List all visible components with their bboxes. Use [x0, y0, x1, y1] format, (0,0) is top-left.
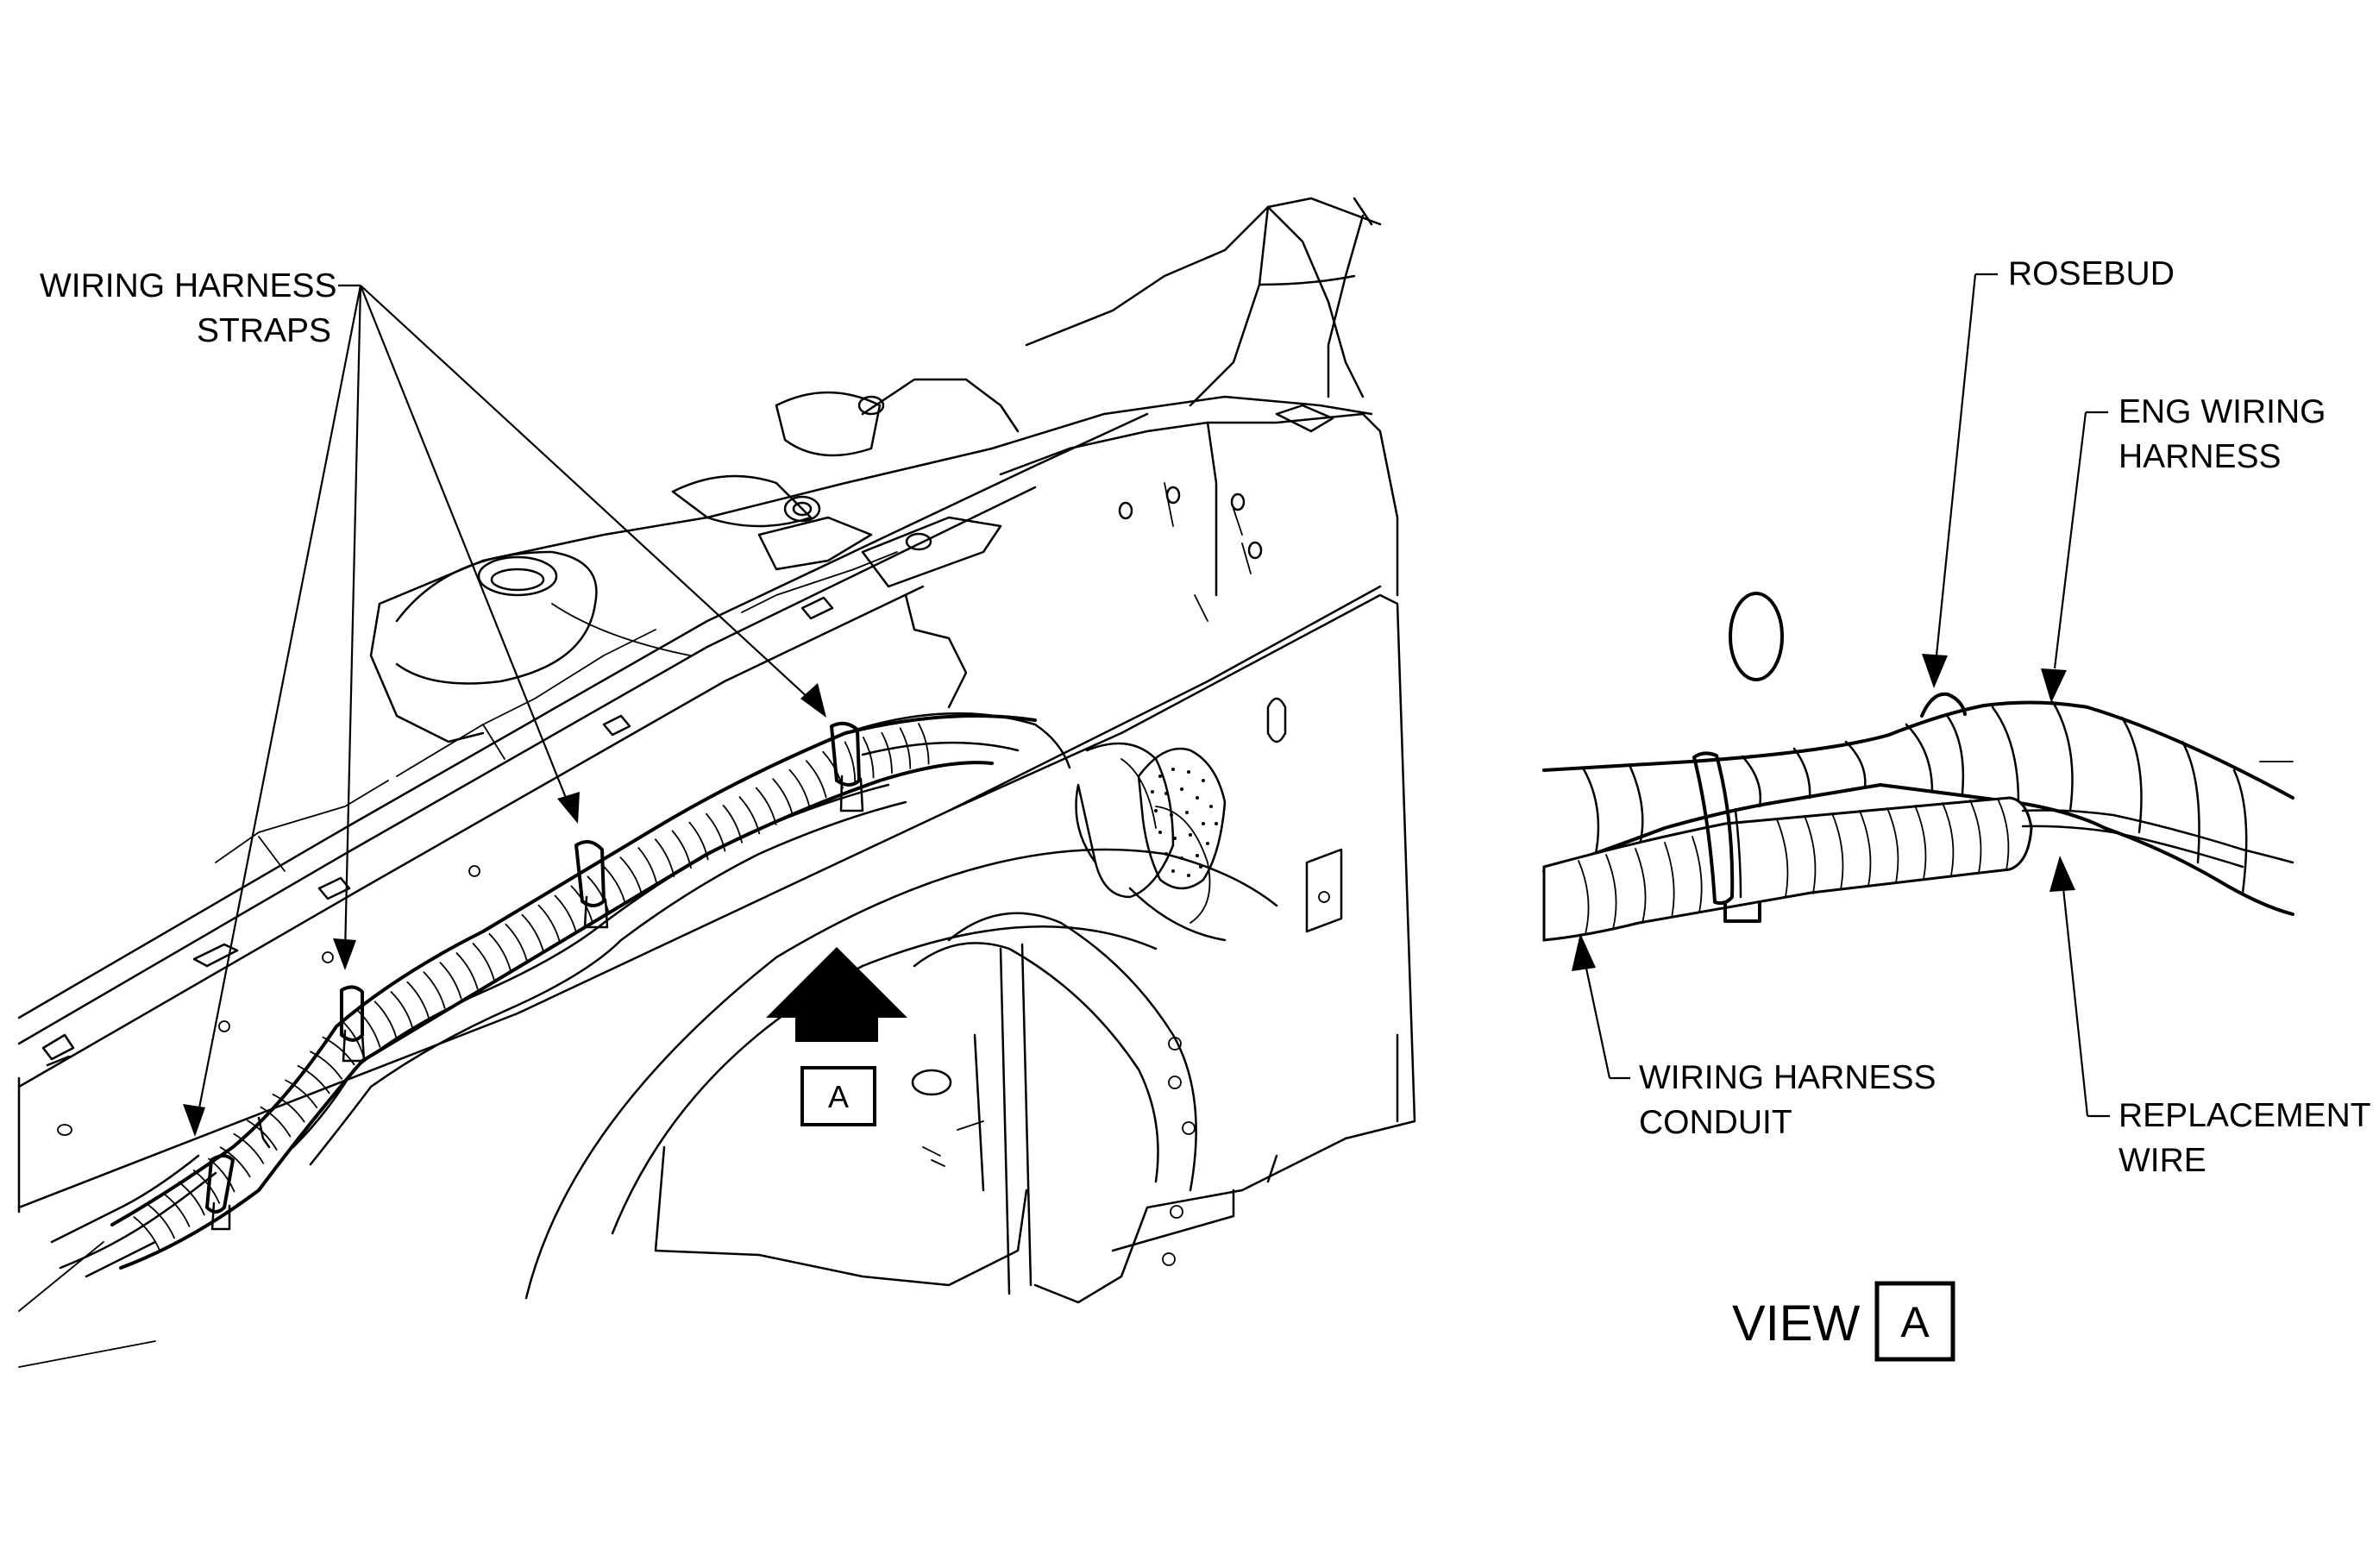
- conduit-rib: [488, 932, 512, 971]
- conduit-rib: [688, 821, 709, 861]
- view-a-direction-arrow: [766, 947, 907, 1042]
- callout-conduit-line1: WIRING HARNESS: [1639, 1059, 1936, 1096]
- wiring-harness-strap-1: [205, 1154, 235, 1231]
- conduit-rib: [738, 796, 761, 835]
- conduit-rib: [755, 787, 777, 825]
- conduit-rib: [637, 847, 658, 886]
- callout-straps-line2: STRAPS: [197, 312, 331, 349]
- conduit-rib: [671, 830, 692, 869]
- foam-speckle-pattern: [1151, 768, 1218, 877]
- conduit-rib: [521, 913, 544, 952]
- view-a-marker-box: A: [800, 1066, 876, 1126]
- detail-harness-strap: [1692, 751, 1761, 923]
- oval-access-hole: [1729, 592, 1784, 681]
- eng-wiring-harness-tube: [1542, 700, 2294, 800]
- view-caption-letter: A: [1900, 1298, 1930, 1346]
- conduit-rib: [390, 991, 414, 1029]
- strap-arrow-4: [800, 683, 826, 718]
- conduit-rib: [219, 1146, 251, 1178]
- conduit-rib: [178, 1181, 205, 1216]
- conduit-rib: [654, 838, 675, 878]
- conduit-rib: [706, 812, 726, 852]
- callout-eng-line2: HARNESS: [2119, 438, 2282, 475]
- conduit-rib: [844, 741, 857, 783]
- conduit-rib: [439, 962, 462, 1000]
- conduit-rib: [133, 1216, 160, 1251]
- conduit-rib: [863, 737, 875, 779]
- engine-harness-illustration: [50, 712, 1227, 1278]
- conduit-rib: [423, 971, 446, 1009]
- conduit-rib: [537, 904, 561, 942]
- wiring-harness-strap-3: [574, 840, 609, 929]
- conduit-rib: [272, 1094, 305, 1123]
- conduit-rib: [310, 1051, 343, 1080]
- conduit-rib: [619, 856, 643, 894]
- callout-rosebud: ROSEBUD: [1922, 255, 2175, 688]
- callout-wiring-harness-conduit: WIRING HARNESS CONDUIT: [1572, 933, 1936, 1141]
- callout-wiring-harness-straps: WIRING HARNESS STRAPS: [40, 267, 826, 1137]
- strap-arrow-2: [333, 938, 356, 970]
- view-a-caption: VIEW A: [1732, 1281, 1955, 1362]
- conduit-rib: [788, 768, 811, 807]
- conduit-corrugation-detail: [1578, 798, 2010, 935]
- callout-straps-line1: WIRING HARNESS: [40, 267, 337, 304]
- conduit-rib: [899, 727, 912, 769]
- conduit-rib: [297, 1064, 330, 1094]
- conduit-rib: [505, 923, 528, 962]
- wiring-harness-strap-2: [340, 985, 366, 1063]
- conduit-rib: [455, 952, 479, 990]
- callout-conduit-line2: CONDUIT: [1639, 1104, 1792, 1141]
- conduit-rib: [246, 1120, 278, 1151]
- wiring-harness-strap-4: [830, 721, 864, 812]
- callout-rosebud-label: ROSEBUD: [2008, 255, 2175, 292]
- strap-arrow-1: [183, 1104, 205, 1137]
- conduit-rib: [772, 778, 794, 817]
- conduit-rib: [260, 1106, 292, 1138]
- callout-replacement-line2: WIRE: [2119, 1142, 2206, 1179]
- view-a-marker-letter: A: [828, 1079, 849, 1114]
- view-caption-word: VIEW: [1732, 1295, 1860, 1352]
- conduit-rib: [554, 894, 577, 932]
- rosebud-clip: [1920, 692, 1967, 718]
- view-a-detail: ROSEBUD ENG WIRING HARNESS WIRING HARNES…: [1542, 255, 2371, 1362]
- conduit-rib: [373, 1000, 398, 1038]
- callout-replacement-line1: REPLACEMENT: [2119, 1097, 2371, 1134]
- wiring-harness-strap-5: [257, 1116, 271, 1149]
- conduit-rib: [881, 731, 893, 775]
- conduit-rib: [233, 1132, 265, 1164]
- conduit-rib: [285, 1079, 318, 1108]
- conduit-rib: [722, 804, 743, 844]
- callout-replacement-wire: REPLACEMENT WIRE: [2049, 856, 2371, 1179]
- callout-eng-wiring-harness: ENG WIRING HARNESS: [2041, 393, 2326, 703]
- conduit-rib: [163, 1193, 191, 1227]
- conduit-rib: [805, 760, 827, 799]
- conduit-rib: [587, 875, 610, 913]
- engine-compartment-illustration: A: [17, 197, 1416, 1368]
- strap-arrow-3: [557, 792, 580, 824]
- conduit-rib: [148, 1204, 175, 1239]
- conduit-rib: [406, 981, 430, 1019]
- conduit-rib: [603, 866, 626, 904]
- conduit-rib: [472, 943, 495, 981]
- replacement-wire: [2021, 809, 2294, 864]
- callout-eng-line1: ENG WIRING: [2119, 393, 2326, 430]
